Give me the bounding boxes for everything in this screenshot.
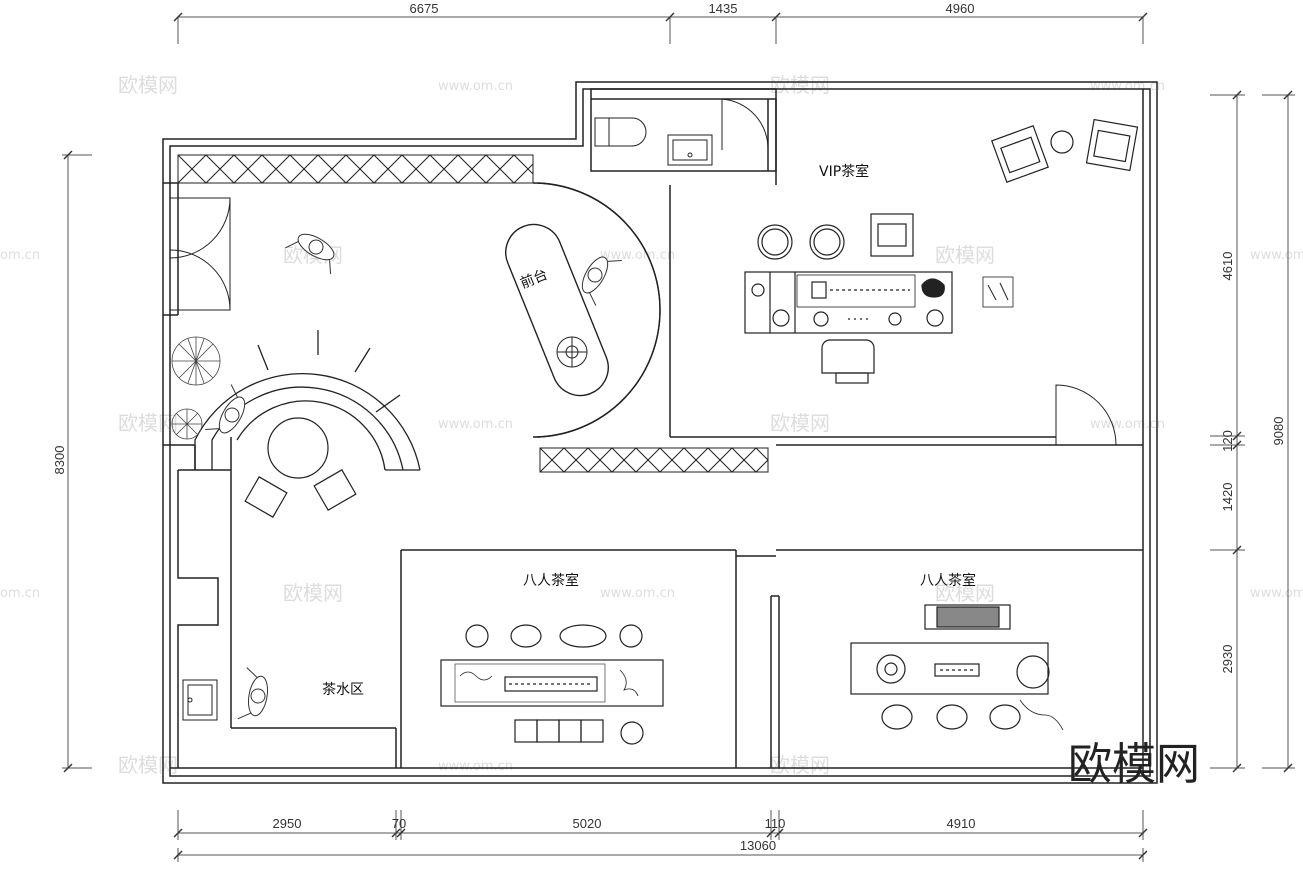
toilet-fixtures [594, 117, 713, 166]
watermark-brand: 欧模网 [283, 581, 343, 605]
watermark-url: www.om.cn [1250, 248, 1303, 263]
watermark-brand: 欧模网 [770, 753, 830, 777]
watermark-url: www.om.cn [1090, 417, 1165, 432]
eight-person-room-right-furniture [850, 604, 1064, 731]
vip-furniture [744, 118, 1139, 384]
dim-bottom-5: 4910 [947, 816, 976, 831]
brand-logo: 欧模网 [1068, 739, 1200, 790]
eight-person-room-left-label: 八人茶室 [523, 572, 579, 589]
tea-water-sink [182, 679, 218, 721]
dimension-labels: 6675 1435 4960 2950 70 5020 110 4910 130… [52, 1, 1286, 853]
watermark-url: www.om.cn [438, 417, 513, 432]
truss-wall-middle [539, 447, 769, 473]
dim-top-3: 4960 [946, 1, 975, 16]
watermark-brand: 欧模网 [935, 581, 995, 605]
watermark-url: www.om.cn [600, 248, 675, 263]
truss-wall-top [177, 154, 534, 184]
dim-top-2: 1435 [709, 1, 738, 16]
watermark-url: om.cn [0, 248, 40, 263]
vip-room-label: VIP茶室 [819, 163, 869, 180]
tea-water-area-label: 茶水区 [322, 682, 364, 698]
dim-bottom-4: 110 [765, 816, 786, 831]
dim-bottom-3: 5020 [573, 816, 602, 831]
eight-person-room-right-label: 八人茶室 [920, 572, 976, 589]
reception-counter [505, 182, 661, 438]
eight-person-room-left-furniture [440, 624, 664, 745]
dim-right-4: 2930 [1220, 645, 1235, 674]
dim-top-1: 6675 [410, 1, 439, 16]
walls [162, 81, 1158, 784]
watermark-brand: 欧模网 [118, 753, 178, 777]
watermark-url: www.om.cn [600, 586, 675, 601]
watermark-url: www.om.cn [1250, 586, 1303, 601]
reception-label: 前台 [518, 266, 550, 292]
curved-bench [194, 330, 421, 471]
watermark-brand: 欧模网 [770, 73, 830, 97]
person-icon [205, 233, 622, 720]
watermark-url: om.cn [0, 586, 40, 601]
plant-icon [171, 336, 221, 440]
watermark-url: www.om.cn [438, 759, 513, 774]
dim-right-1: 4610 [1220, 252, 1235, 281]
watermark-brand: 欧模网 [118, 73, 178, 97]
watermark-brand: 欧模网 [770, 411, 830, 435]
dim-bottom-1: 2950 [273, 816, 302, 831]
dim-right-2: 120 [1220, 430, 1235, 452]
dimension-ticks [63, 12, 1293, 860]
dim-bottom-total: 13060 [740, 838, 776, 853]
dim-bottom-2: 70 [392, 816, 406, 831]
dim-left: 8300 [52, 446, 67, 475]
dim-right-3: 1420 [1220, 483, 1235, 512]
round-coffee-table [244, 417, 357, 518]
reception-chair-icon [556, 336, 588, 368]
watermark-url: www.om.cn [438, 79, 513, 94]
watermark-brand: 欧模网 [118, 411, 178, 435]
dimension-lines [62, 16, 1295, 862]
dim-right-total: 9080 [1271, 417, 1286, 446]
doors [169, 98, 1117, 446]
watermarks: 欧模网 www.om.cn 欧模网 www.om.cn om.cn 欧模网 ww… [0, 73, 1303, 777]
watermark-brand: 欧模网 [935, 243, 995, 267]
